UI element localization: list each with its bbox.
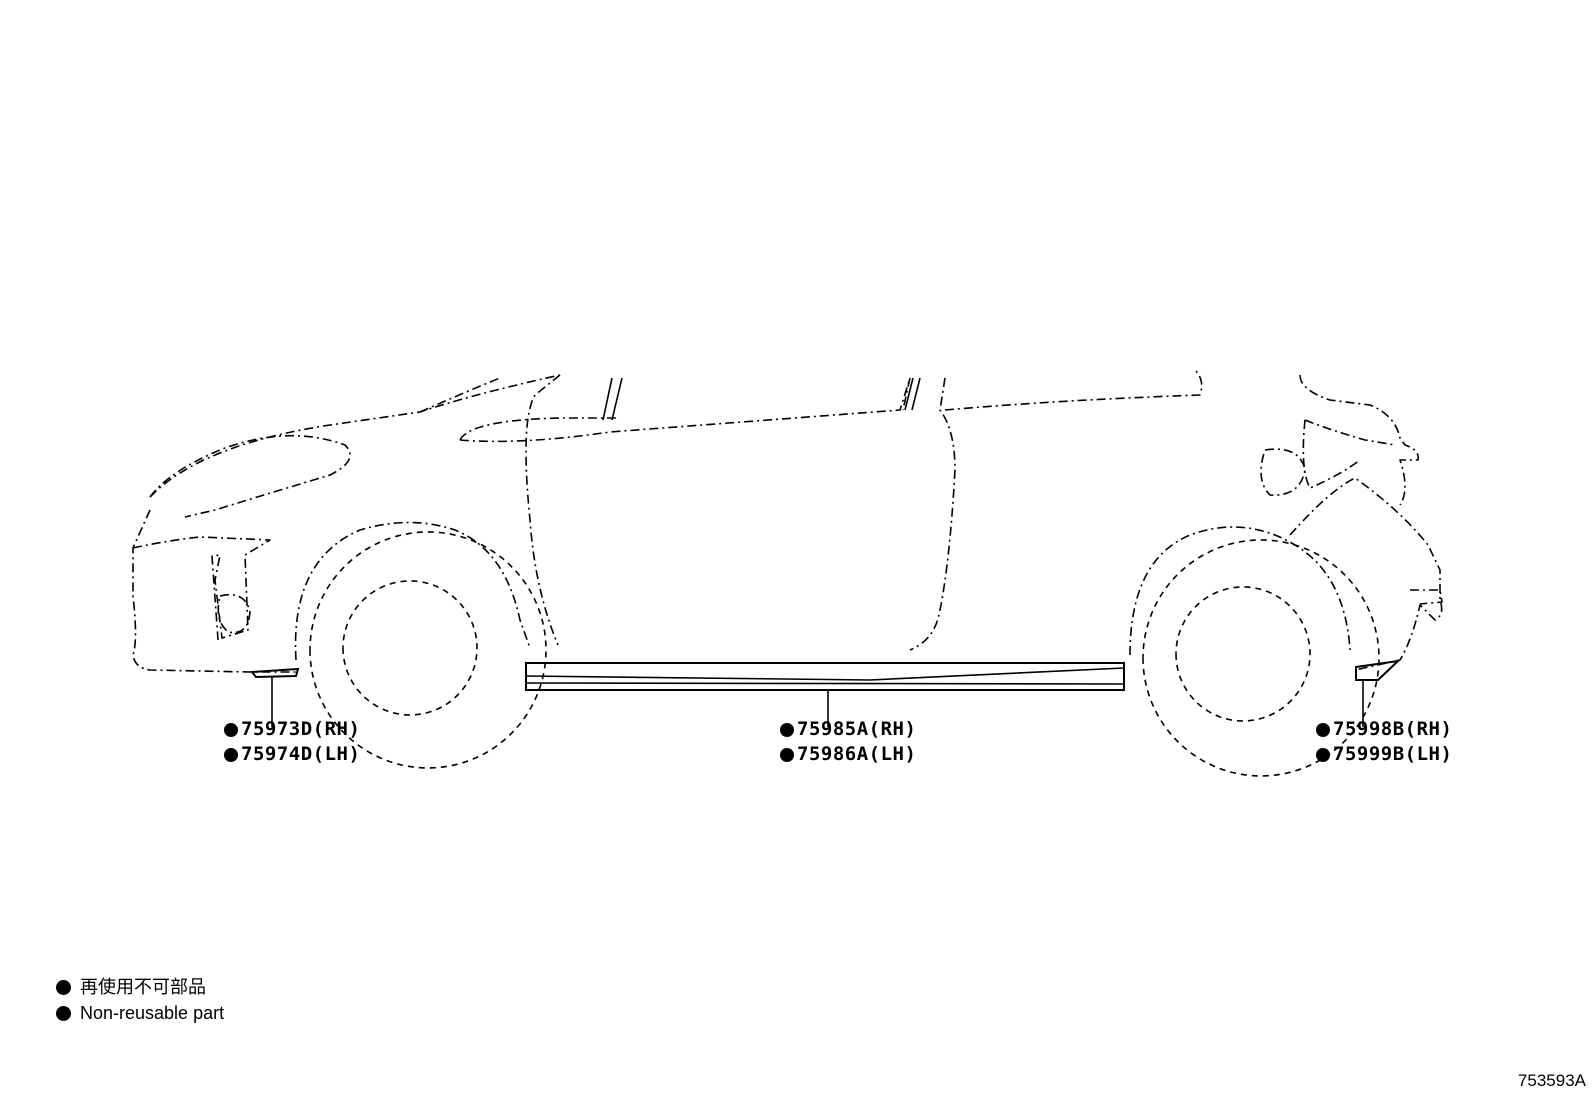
window-sash	[904, 377, 921, 411]
windshield-outline	[419, 377, 501, 413]
legend: 再使用不可部品 Non-reusable part	[56, 974, 224, 1026]
front-flap-part	[250, 667, 300, 679]
part-number-rh: 75985A(RH)	[797, 718, 917, 740]
callout-front-flap: 75973D(RH) 75974D(LH)	[224, 717, 360, 767]
legend-japanese: 再使用不可部品	[80, 977, 206, 997]
rocker-molding-stripe	[525, 667, 1125, 681]
filled-circle-icon	[56, 1005, 71, 1021]
b-pillar-right	[909, 377, 956, 651]
bumper-grille	[132, 536, 271, 641]
tail-lamp	[1302, 419, 1396, 489]
windshield-frame	[602, 377, 623, 421]
figure-id: 753593A	[1517, 1071, 1586, 1090]
part-number-lh: 75974D(LH)	[241, 743, 361, 765]
front-fender-outline	[149, 434, 351, 518]
part-number-rh: 75973D(RH)	[241, 718, 361, 740]
non-reusable-marker-icon	[780, 747, 794, 762]
non-reusable-marker-icon	[1316, 747, 1330, 762]
non-reusable-marker-icon	[224, 747, 238, 762]
rear-quarter	[1299, 374, 1420, 506]
rear-wheel-inner	[1175, 586, 1311, 722]
b-pillar	[902, 377, 911, 411]
callout-rear-flap: 75998B(RH) 75999B(LH)	[1316, 717, 1452, 767]
filled-circle-icon	[56, 979, 71, 995]
non-reusable-marker-icon	[1316, 722, 1330, 737]
non-reusable-marker-icon	[780, 722, 794, 737]
rocker-molding-stripe-lower	[525, 682, 1125, 685]
legend-english: Non-reusable part	[80, 1003, 225, 1023]
fuel-lid	[1260, 448, 1306, 496]
rear-flap-part	[1355, 659, 1401, 681]
rear-wheel-arch	[1129, 526, 1351, 656]
part-number-lh: 75986A(LH)	[797, 743, 917, 765]
callout-rocker-molding: 75985A(RH) 75986A(LH)	[780, 717, 916, 767]
front-bumper-outline	[132, 509, 298, 673]
non-reusable-marker-icon	[224, 722, 238, 737]
roof-line	[944, 369, 1203, 411]
hood-outline	[149, 374, 561, 498]
rear-bumper	[1289, 477, 1443, 671]
rear-bumper-reflector	[1410, 589, 1443, 605]
front-wheel-inner	[342, 580, 478, 716]
front-wheel-arch	[294, 521, 531, 661]
part-number-rh: 75998B(RH)	[1333, 718, 1453, 740]
a-pillar	[525, 374, 561, 646]
front-window	[459, 377, 911, 443]
rocker-molding-part	[525, 662, 1125, 691]
fog-lamp	[217, 593, 251, 634]
front-door-top	[459, 417, 620, 441]
part-number-lh: 75999B(LH)	[1333, 743, 1453, 765]
